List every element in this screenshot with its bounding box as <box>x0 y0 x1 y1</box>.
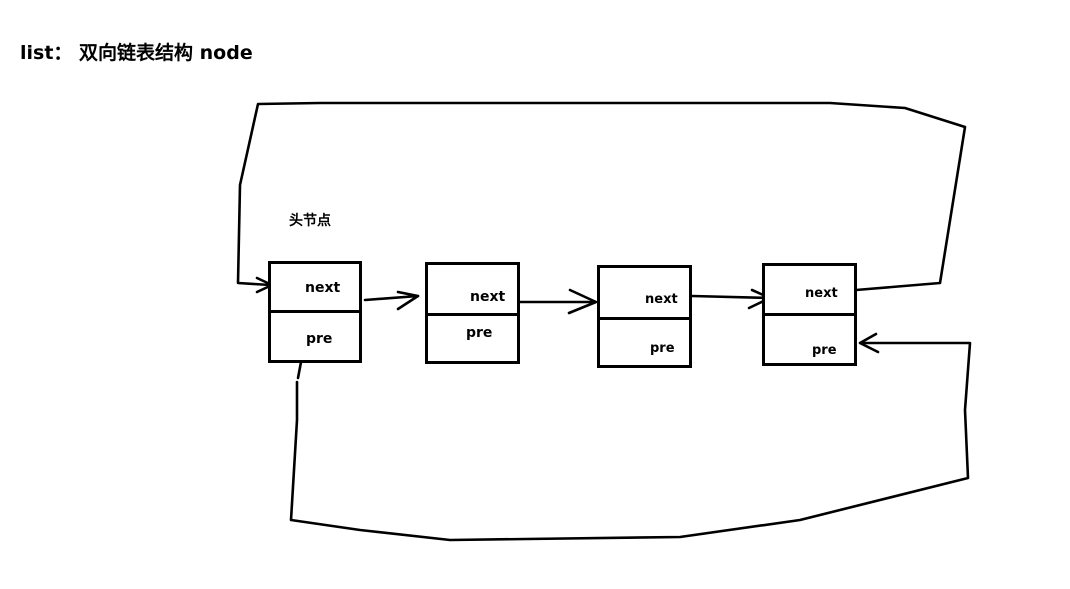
arrow-node1-to-node2-line <box>363 294 420 302</box>
list-node-2: next pre <box>425 262 520 364</box>
pre-field: pre <box>812 343 837 358</box>
next-field: next <box>645 292 678 307</box>
node-divider <box>271 310 359 313</box>
loop-head-to-tail-line <box>289 341 972 542</box>
loop-tail-to-head-line <box>236 101 967 292</box>
next-field: next <box>305 280 341 296</box>
arrow-node3-to-node4-line <box>690 294 772 300</box>
list-node-3: next pre <box>597 265 692 368</box>
next-field: next <box>470 289 506 305</box>
pre-field: pre <box>466 325 493 341</box>
next-field: next <box>805 286 838 301</box>
list-node-tail: next pre <box>762 263 857 366</box>
page-title: list： 双向链表结构 node <box>20 42 253 64</box>
node-divider <box>428 313 517 316</box>
arrow-node1-to-node2-arrowhead <box>396 290 420 311</box>
pre-field: pre <box>306 331 333 347</box>
list-node-head: next pre <box>268 261 362 363</box>
loop-head-to-tail-arrowhead <box>858 332 880 354</box>
arrow-node2-to-node3-arrowhead <box>567 288 598 315</box>
node-divider <box>600 317 689 320</box>
pre-field: pre <box>650 341 675 356</box>
head-node-label: 头节点 <box>289 213 331 229</box>
node-divider <box>765 313 854 316</box>
